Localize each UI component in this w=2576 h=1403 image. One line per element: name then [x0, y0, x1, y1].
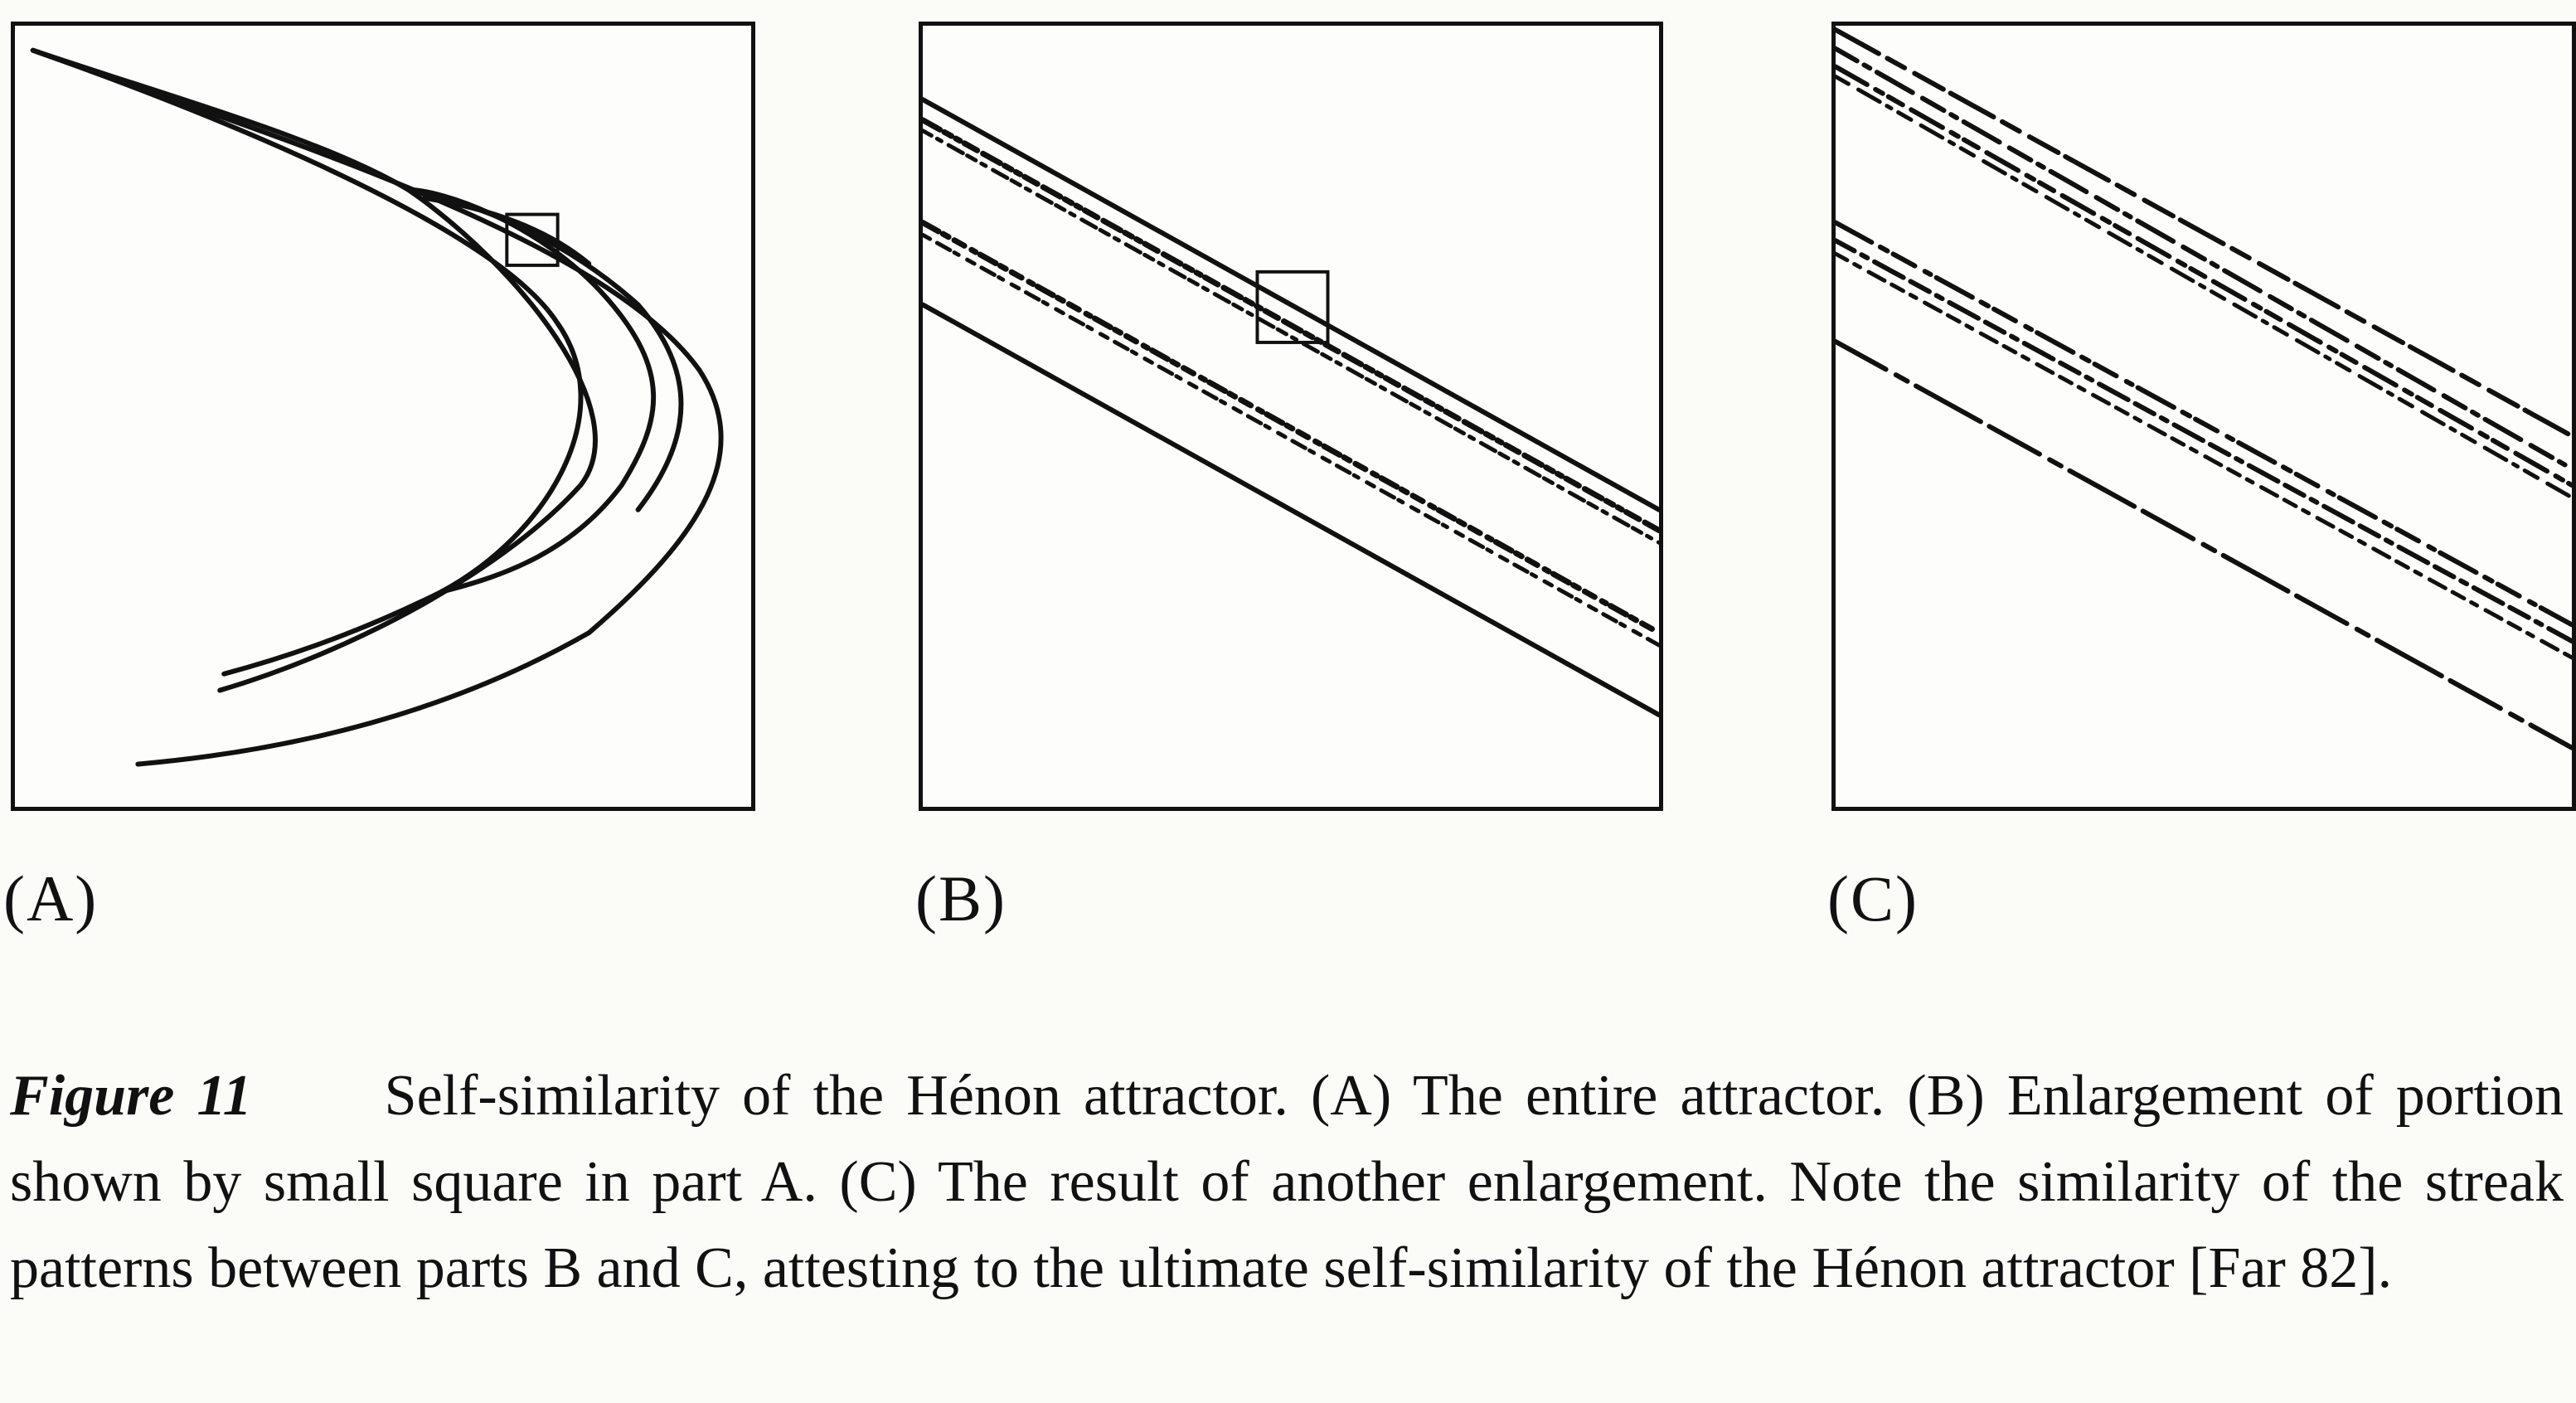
streak-c-mid-2	[1836, 238, 2572, 644]
streak-dotted-upper-1	[923, 117, 1659, 534]
streak-solid-bottom	[923, 302, 1659, 718]
streak-c-top-2	[1836, 46, 2572, 472]
panel-c-figure	[1831, 22, 2576, 811]
panel-b-label: (B)	[915, 862, 1007, 935]
streak-c-bottom	[1836, 338, 2572, 750]
attractor-outer-curve	[30, 47, 724, 767]
streak-c-top-3	[1836, 64, 2572, 488]
streak-dotted-middle-1	[923, 220, 1659, 636]
caption-text: Self-similarity of the Hénon attractor. …	[10, 1064, 2564, 1300]
streak-dotted-middle-2	[923, 232, 1659, 648]
streak-c-mid-1	[1836, 220, 2572, 628]
zoom-square-b	[1255, 269, 1330, 344]
panel-c-label: (C)	[1827, 862, 1919, 935]
panel-a-figure	[11, 22, 755, 811]
panel-b-figure	[919, 22, 1663, 811]
henon-enlargement-b-plot	[923, 97, 1659, 718]
attractor-second-curve	[30, 47, 584, 677]
henon-attractor-plot	[30, 47, 724, 767]
attractor-third-curve	[30, 47, 598, 693]
zoom-square-a	[505, 212, 560, 267]
streak-c-top-1	[1836, 27, 2572, 439]
figure-number: Figure 11	[10, 1064, 252, 1128]
streak-dotted-upper-2	[923, 129, 1659, 545]
henon-enlargement-c-plot	[1836, 27, 2572, 750]
streak-c-top-4	[1836, 74, 2572, 500]
streak-c-mid-3	[1836, 251, 2572, 660]
panel-a-label: (A)	[3, 862, 99, 935]
streak-solid-top	[923, 97, 1659, 512]
